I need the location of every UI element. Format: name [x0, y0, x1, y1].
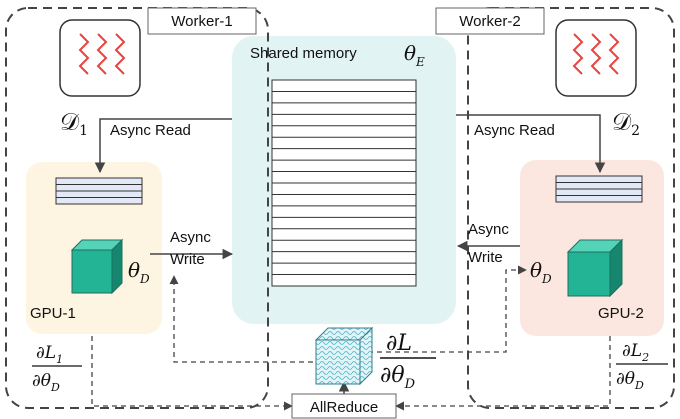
- gpu1-param: θD: [128, 258, 150, 286]
- svg-text:∂L2: ∂L2: [622, 341, 649, 364]
- allreduce-label: AllReduce: [310, 399, 378, 416]
- worker1-label-box: [147, 7, 257, 35]
- async-write-right-label-2: Write: [468, 249, 503, 266]
- worker1-label: Worker-1: [171, 13, 232, 30]
- svg-text:∂L: ∂L: [386, 331, 412, 356]
- dashed-path-to-gpu2: [368, 265, 527, 353]
- async-read-right-label: Async Read: [474, 122, 555, 139]
- dashed-path-grad-left: [91, 336, 293, 411]
- allreduce-cube-icon: [314, 326, 374, 386]
- dataset1-label: 𝒟1: [60, 108, 88, 139]
- dashed-path-grad-right: [395, 336, 611, 411]
- dataset2-label: 𝒟2: [612, 108, 640, 139]
- gradient-right: ∂L2 ∂θD: [616, 341, 668, 392]
- worker2-label-box: [435, 7, 545, 35]
- gpu1-buffer: [55, 177, 143, 205]
- async-read-arrow-right: [456, 114, 606, 174]
- shared-memory-buffer: [271, 79, 417, 287]
- dataset2-icon: [555, 19, 637, 97]
- gpu2-param: θD: [530, 258, 552, 286]
- svg-text:∂θD: ∂θD: [380, 363, 416, 392]
- worker2-border: [467, 7, 675, 409]
- worker1-border: [5, 7, 269, 409]
- allreduce-box: [291, 393, 397, 419]
- gradient-center: ∂L ∂θD: [380, 331, 436, 392]
- shared-memory-label: Shared memory: [250, 45, 357, 62]
- gpu2-label: GPU-2: [598, 305, 644, 322]
- dataset1-icon: [59, 19, 141, 97]
- gpu2-cube-icon: [566, 238, 624, 298]
- gpu1-cube-icon: [70, 238, 124, 295]
- dashed-path-to-gpu1: [169, 275, 322, 363]
- gpu2-buffer: [555, 175, 643, 203]
- async-write-left-label-1: Async: [170, 229, 211, 246]
- svg-text:∂θD: ∂θD: [32, 371, 60, 394]
- async-read-arrow-left: [94, 118, 232, 174]
- worker2-label: Worker-2: [459, 13, 520, 30]
- svg-text:∂L1: ∂L1: [36, 343, 63, 366]
- async-read-left-label: Async Read: [110, 122, 191, 139]
- async-write-right-label-1: Async: [468, 221, 509, 238]
- gradient-left: ∂L1 ∂θD: [32, 343, 82, 394]
- shared-memory-param: θE: [404, 41, 425, 69]
- svg-text:∂θD: ∂θD: [616, 369, 644, 392]
- async-write-left-label-2: Write: [170, 251, 205, 268]
- gpu1-label: GPU-1: [30, 305, 76, 322]
